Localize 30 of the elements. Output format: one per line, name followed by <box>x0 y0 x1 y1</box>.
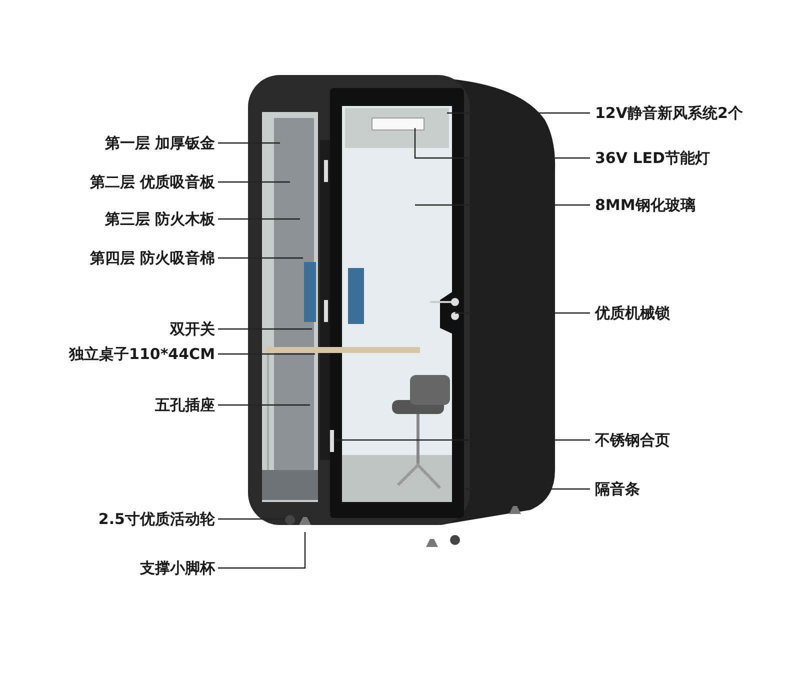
callout-label: 12V静音新风系统2个 <box>595 103 743 123</box>
callout-label: 隔音条 <box>595 479 640 499</box>
leader-line <box>455 312 590 314</box>
callout-label: 支撑小脚杯 <box>140 558 215 578</box>
leader-line <box>218 181 290 183</box>
leader-line <box>335 439 590 441</box>
leader-line <box>218 404 310 406</box>
leader-line <box>465 488 590 490</box>
leader-line <box>447 112 590 114</box>
leader-line <box>218 518 285 520</box>
leader-line <box>218 218 300 220</box>
callout-label: 2.5寸优质活动轮 <box>98 509 215 529</box>
callout-label: 36V LED节能灯 <box>595 148 710 168</box>
callout-label: 双开关 <box>170 319 215 339</box>
callout-label: 优质机械锁 <box>595 303 670 323</box>
callout-label: 独立桌子110*44CM <box>69 344 215 364</box>
callout-label: 第三层 防火木板 <box>104 209 215 229</box>
leader-line <box>415 204 590 206</box>
leader-line <box>218 532 306 569</box>
leader-line <box>218 142 280 144</box>
leader-line <box>218 328 312 330</box>
callout-label: 第四层 防火吸音棉 <box>90 248 215 268</box>
callout-label: 不锈钢合页 <box>595 430 670 450</box>
callout-label: 五孔插座 <box>155 395 215 415</box>
leader-line <box>218 257 303 259</box>
leader-line <box>218 353 315 355</box>
callout-label: 第一层 加厚钣金 <box>104 133 215 153</box>
callout-label: 第二层 优质吸音板 <box>90 172 215 192</box>
leader-line <box>414 128 590 159</box>
callout-label: 8MM钢化玻璃 <box>595 195 696 215</box>
